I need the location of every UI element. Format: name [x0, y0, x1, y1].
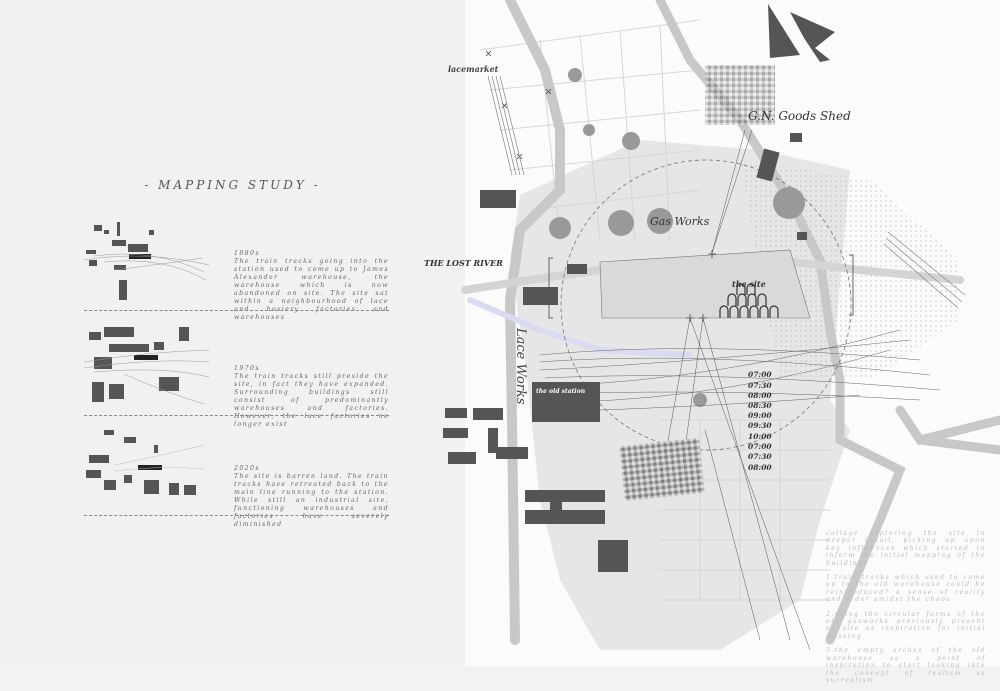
time-entry: 07:30 — [748, 452, 772, 461]
label-goods-shed: G.N. Goods Shed — [748, 109, 851, 123]
label-old-station: the old station — [536, 388, 585, 395]
rotated-annotation-east — [883, 231, 966, 309]
label-gas-works: Gas Works — [650, 215, 710, 228]
time-entry: 09:30 — [748, 421, 772, 430]
time-entry: 09:00 — [748, 411, 772, 420]
figure-ground-map-1880s — [84, 222, 209, 300]
site-radius-circle — [560, 159, 852, 451]
mapping-study-title: - MAPPING STUDY - — [144, 178, 321, 192]
time-entry: 08:30 — [748, 401, 772, 410]
site-map: lacemarket G.N. Goods Shed Gas Works THE… — [424, 0, 1000, 651]
railway-tracks — [539, 329, 941, 411]
collage-notes: collage exploring the site in deeper det… — [826, 530, 986, 691]
note-intro: collage exploring the site in deeper det… — [826, 530, 986, 567]
label-lost-river: THE LOST RIVER — [424, 258, 503, 268]
time-entry: 07:00 — [748, 370, 772, 379]
divider — [84, 415, 389, 416]
time-entry: 08:00 — [748, 391, 772, 400]
buildings — [443, 133, 807, 572]
entry-description: The train tracks still preside the site,… — [234, 373, 389, 428]
note-2: 2.using the circular forms of the old ga… — [826, 610, 986, 640]
divider — [84, 515, 389, 516]
goods-shed-aerial-photo — [705, 65, 775, 125]
label-lacemarket: lacemarket — [448, 64, 499, 74]
label-the-site: the site — [732, 279, 766, 289]
time-entry: 07:00 — [748, 442, 772, 451]
note-1: 1.train tracks which used to come up to … — [826, 574, 986, 604]
time-entry: 08:00 — [748, 463, 772, 472]
label-lace-works: Lace Works — [513, 327, 528, 405]
time-entry: 10:00 — [748, 432, 772, 441]
time-entry: 07:30 — [748, 381, 772, 390]
old-station-building — [532, 382, 600, 422]
rotated-annotation-lacemarket — [487, 75, 525, 176]
connection-lines — [659, 129, 811, 651]
north-arrow-icon — [768, 4, 835, 62]
entry-year: 2020s — [234, 465, 260, 472]
divider — [84, 310, 389, 311]
entry-description: The train tracks going into the station … — [234, 258, 389, 321]
site-boundary — [599, 249, 811, 319]
figure-ground-map-2020s — [86, 430, 205, 495]
street-grid — [479, 19, 830, 601]
entry-year: 1970s — [234, 365, 260, 372]
entry-description: The site is barren land. The train track… — [234, 473, 389, 528]
entry-year: 1880s — [234, 250, 260, 257]
gasworks-circles — [549, 68, 805, 407]
site-collage-image — [619, 437, 705, 502]
figure-ground-map-1970s — [84, 327, 209, 405]
timetable: 07:00 07:30 08:00 08:30 09:00 09:30 10:0… — [748, 370, 772, 472]
warehouse-arches — [719, 283, 779, 318]
